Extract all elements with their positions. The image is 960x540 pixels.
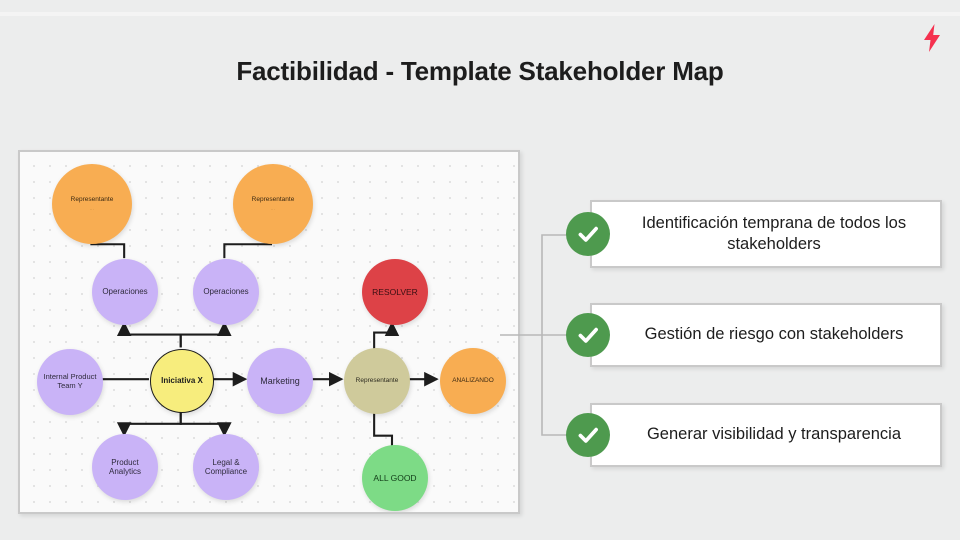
node-label: Iniciativa X [161,376,203,386]
node-rep-right[interactable]: Representante [344,348,410,414]
bullet-text: Identificación temprana de todos los sta… [641,213,907,253]
node-sublabel: ... [270,205,276,211]
node-sublabel: ... [89,205,95,211]
node-label: Representante... [70,196,114,211]
node-ops-right[interactable]: Operaciones [193,259,259,325]
node-all-good[interactable]: ALL GOOD [362,445,428,511]
bullet-text: Generar visibilidad y transparencia [646,425,902,444]
node-legal[interactable]: Legal & Compliance [193,434,259,500]
check-icon [566,413,610,457]
node-label: Operaciones [203,287,249,297]
page-title: Factibilidad - Template Stakeholder Map [236,56,724,86]
check-icon [566,212,610,256]
node-product-an[interactable]: Product Analytics [92,434,158,500]
node-label: ANALIZANDO [452,377,494,385]
node-label: Representante [355,377,399,385]
node-ops-left[interactable]: Operaciones [92,259,158,325]
node-label: RESOLVER [372,286,418,297]
node-rep-mid-top[interactable]: Representante... [233,164,313,244]
lightning-bolt-icon [920,24,944,52]
node-resolver[interactable]: RESOLVER [362,259,428,325]
node-label: Marketing [260,375,300,386]
node-iniciativa[interactable]: Iniciativa X [150,349,214,413]
node-rep-left[interactable]: Representante... [52,164,132,244]
node-marketing[interactable]: Marketing [247,348,313,414]
node-label: Legal & Compliance [204,457,248,476]
node-label: Product Analytics [108,457,141,476]
node-label: ALL GOOD [373,472,417,483]
stakeholder-map-canvas[interactable]: Representante...Representante...Operacio… [18,150,520,514]
top-divider-band [0,12,960,16]
node-label: Representante... [251,196,295,211]
node-label: Operaciones [102,287,148,297]
bullet-text: Gestión de riesgo con stakeholders [644,325,904,344]
node-label: Internal Product Team Y [43,372,97,390]
node-analizando[interactable]: ANALIZANDO [440,348,506,414]
check-icon [566,313,610,357]
node-internal[interactable]: Internal Product Team Y [37,349,103,415]
